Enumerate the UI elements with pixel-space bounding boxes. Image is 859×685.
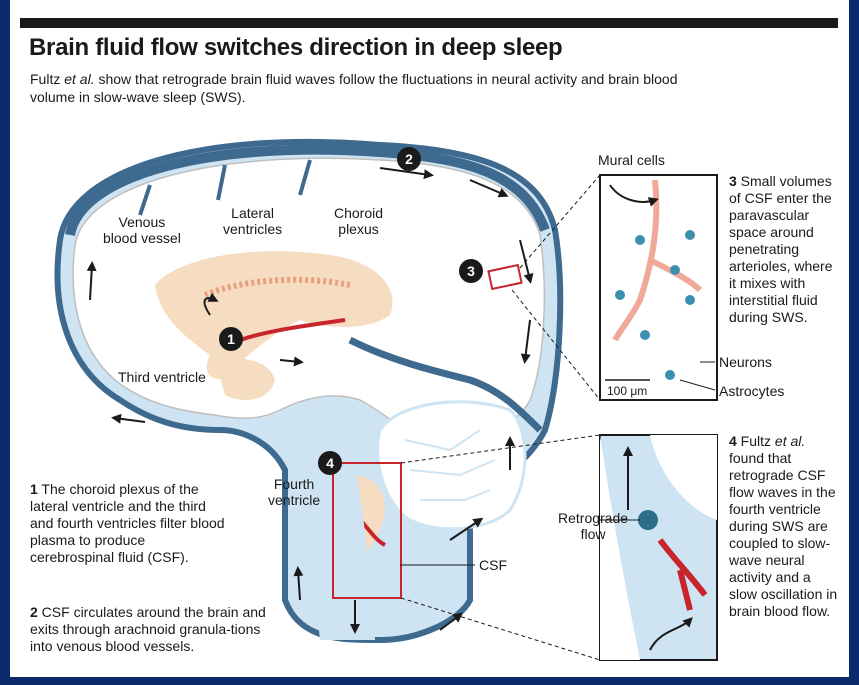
note-4-number: 4 [729,433,737,449]
note-4-etal: et al. [775,433,805,449]
note-1: 1 The choroid plexus of the lateral vent… [30,481,230,566]
badge-3: 3 [459,259,483,283]
label-neurons: Neurons [719,354,772,370]
cerebellum [378,402,525,529]
note-4-pre: Fultz [737,433,775,449]
note-1-number: 1 [30,481,38,497]
astrocyte [640,330,650,340]
badge-2: 2 [397,147,421,171]
badge-4: 4 [318,451,342,475]
astrocyte [670,265,680,275]
astrocyte [685,295,695,305]
note-2: 2 CSF circulates around the brain and ex… [30,604,270,655]
astrocyte [635,235,645,245]
label-mural-cells: Mural cells [598,152,665,168]
flow-arrow [115,418,145,422]
astrocyte [685,230,695,240]
note-2-text: CSF circulates around the brain and exit… [30,604,266,654]
note-4-text: found that retrograde CSF flow waves in … [729,450,837,619]
label-scale: 100 μm [607,383,647,399]
note-3: 3 Small volumes of CSF enter the paravas… [729,173,841,326]
note-4: 4 Fultz et al. found that retrograde CSF… [729,433,841,620]
astrocyte [615,290,625,300]
badge-1: 1 [219,327,243,351]
label-third-ventricle: Third ventricle [118,369,206,385]
label-venous-blood-vessel: Venous blood vessel [103,214,181,246]
note-3-number: 3 [729,173,737,189]
label-fourth-ventricle: Fourth ventricle [268,476,320,508]
label-choroid-plexus: Choroid plexus [334,205,383,237]
label-lateral-ventricles: Lateral ventricles [223,205,282,237]
label-astrocytes: Astrocytes [719,383,784,399]
label-retrograde-flow: Retrograde flow [558,510,628,542]
astrocyte [665,370,675,380]
note-2-number: 2 [30,604,38,620]
inset-4-flow-marker [638,510,658,530]
note-1-text: The choroid plexus of the lateral ventri… [30,481,225,565]
label-csf: CSF [479,557,507,573]
note-3-text: Small volumes of CSF enter the paravascu… [729,173,833,325]
